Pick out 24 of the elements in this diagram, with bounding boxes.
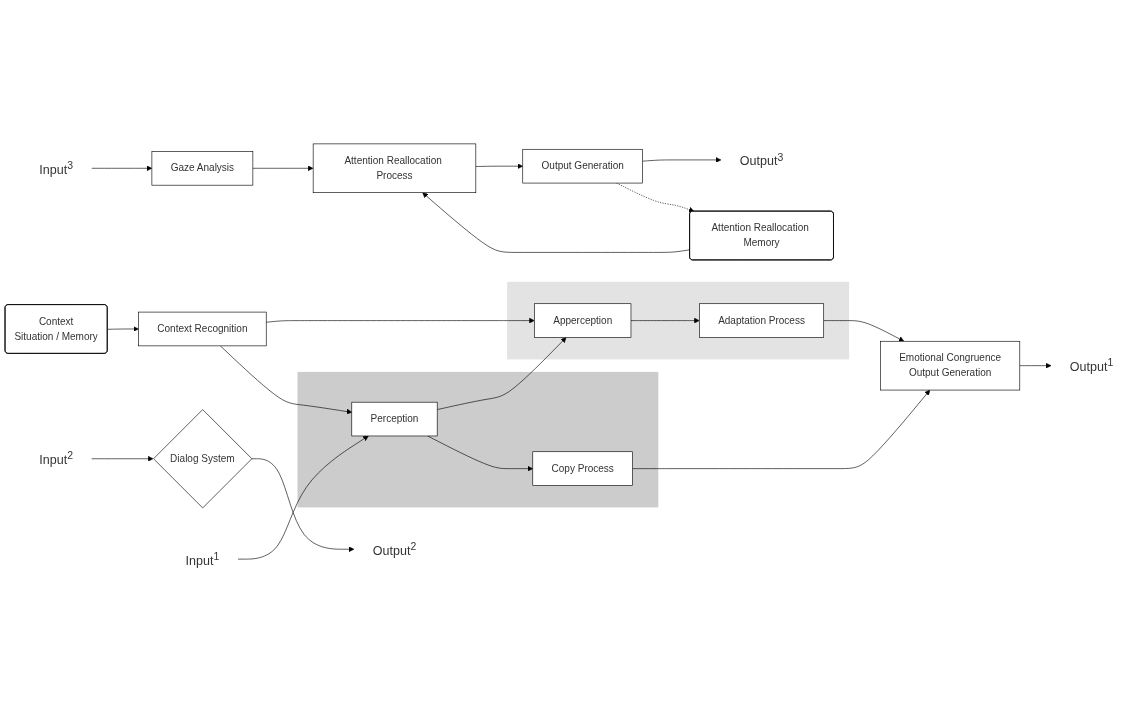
node-text: Output (372, 543, 411, 558)
node-label: 2 (67, 450, 73, 462)
node-text: Output (739, 154, 778, 168)
node-text: Input (185, 553, 214, 568)
node-box: Copy Process (532, 451, 633, 486)
node-box: Apperception (534, 303, 632, 338)
node-label: 2 (410, 540, 417, 553)
node-box: Adaptation Process (699, 303, 825, 338)
node-label: 1 (1107, 356, 1114, 369)
node-box: Output Generation (522, 148, 643, 184)
node-box: Context Recognition (138, 311, 267, 347)
node-diamond: Dialog System (153, 409, 253, 509)
cluster (297, 371, 659, 508)
node-label: 3 (67, 159, 73, 172)
node-text: Output (1069, 359, 1108, 374)
node-box: Gaze Analysis (151, 151, 254, 186)
node-label: 3 (777, 151, 784, 164)
node-box: Emotional Congruence Output Generation (880, 340, 1021, 391)
node-text: Input (39, 162, 68, 177)
node-box: Perception (351, 401, 438, 437)
cluster (507, 281, 850, 360)
node-box: Attention Reallocation Process (312, 143, 477, 193)
node-label: 1 (213, 550, 220, 563)
node-text: Input (39, 453, 68, 467)
